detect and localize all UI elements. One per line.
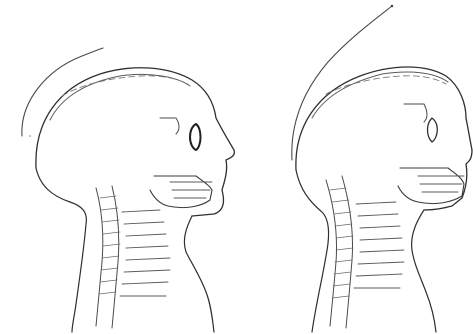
right-skull-dash-line — [326, 76, 446, 94]
left-cheek-line — [160, 118, 179, 134]
left-speck — [29, 135, 31, 137]
right-line-tip-dot — [391, 5, 393, 7]
left-skull-inner-line — [50, 74, 190, 120]
left-eye-socket — [190, 124, 201, 150]
right-neck-front — [412, 210, 436, 332]
left-neck-back — [36, 168, 86, 332]
right-neck-back — [296, 170, 329, 332]
left-head-illustration — [22, 48, 235, 332]
left-skull-dash-line — [62, 76, 188, 96]
right-eye-socket — [428, 118, 438, 142]
right-skull-inner-line — [312, 72, 448, 118]
left-jaw — [150, 176, 212, 208]
right-head-outer-line — [292, 6, 392, 160]
left-neck-front — [184, 216, 214, 332]
right-head-illustration — [292, 5, 472, 332]
right-cervical-spine — [326, 176, 353, 328]
left-throat-structures — [120, 210, 170, 296]
right-cheek-line — [404, 104, 427, 122]
left-head-outer-arc — [22, 48, 103, 136]
right-jaw — [398, 168, 464, 204]
left-skull-outline — [36, 68, 235, 216]
left-cervical-spine — [96, 186, 120, 328]
right-skull-outline — [296, 67, 472, 210]
right-throat-structures — [354, 202, 404, 288]
